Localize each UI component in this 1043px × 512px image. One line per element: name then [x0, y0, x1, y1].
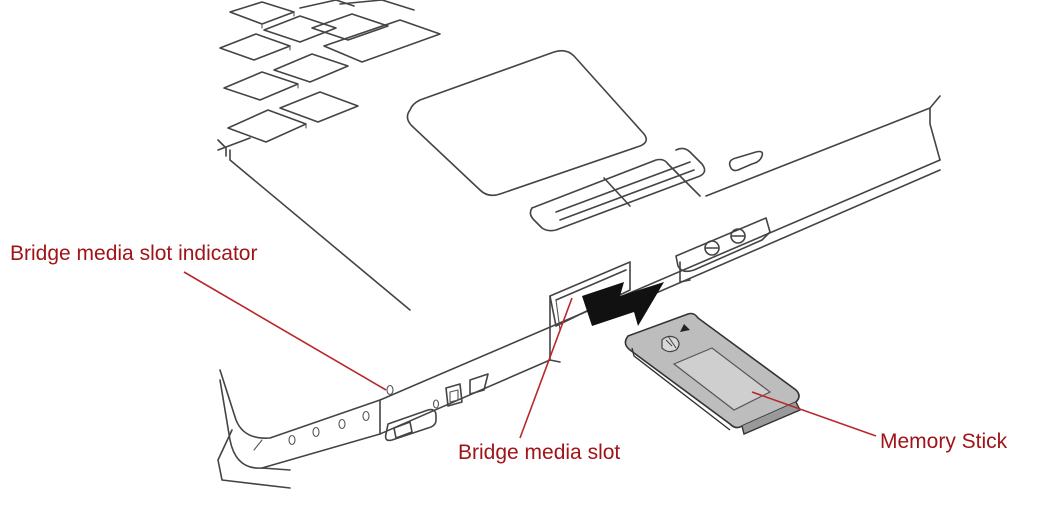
leader-slot — [520, 298, 572, 438]
indicator-leds — [289, 386, 393, 445]
laptop-body — [218, 96, 940, 488]
label-bridge-media-slot: Bridge media slot — [458, 441, 620, 465]
touchpad — [407, 51, 704, 231]
label-memory-stick: Memory Stick — [880, 430, 1007, 454]
keyboard-keys — [218, 0, 440, 156]
memory-stick-card — [625, 314, 800, 435]
label-bridge-media-slot-indicator: Bridge media slot indicator — [10, 242, 257, 266]
palmrest-pill — [730, 152, 763, 171]
leader-indicator — [184, 272, 386, 390]
insertion-arrow — [582, 282, 664, 326]
front-controls — [386, 374, 488, 440]
